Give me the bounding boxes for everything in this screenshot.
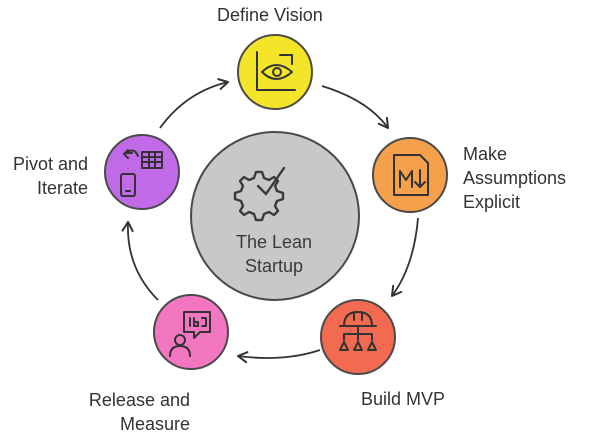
label-release-measure-line1: Release and [88,390,190,410]
label-make-assumptions-line2: Assumptions [463,168,567,188]
label-make-assumptions-line1: Make [463,144,508,164]
person-speech-icon [169,311,211,357]
node-release-measure [153,294,229,370]
label-build-mvp-line1: Build MVP [361,389,446,409]
node-pivot-iterate [104,134,180,210]
eye-chart-icon [256,51,296,91]
label-release-measure: Release and Measure [80,388,190,436]
label-define-vision: Define Vision [217,3,323,27]
node-define-vision [237,34,313,110]
node-build-mvp [320,299,396,375]
label-make-assumptions: Make Assumptions Explicit [463,142,566,214]
center-node [190,131,360,301]
markdown-icon [393,154,429,196]
arrow-release-to-pivot [121,220,159,301]
label-pivot-iterate-line1: Pivot and [12,154,88,174]
gear-check-icon [233,166,286,222]
center-label-line2: Startup [244,256,304,276]
label-pivot-iterate: Pivot and Iterate [0,152,88,200]
arrow-mvp-to-release [236,349,321,364]
arrow-pivot-to-vision [159,78,230,129]
label-release-measure-line2: Measure [119,414,190,434]
node-make-assumptions [372,137,448,213]
label-build-mvp: Build MVP [361,387,445,411]
arrow-vision-to-assumptions [321,85,390,130]
hardhat-network-icon [339,311,377,351]
center-label: The Lean Startup [192,230,356,278]
device-swap-icon [120,149,163,197]
define-vision-circle [237,34,313,110]
center-circle [190,131,360,301]
arrow-assumptions-to-mvp [390,217,419,298]
label-define-vision-line1: Define Vision [217,5,323,25]
pivot-iterate-circle [104,134,180,210]
label-pivot-iterate-line2: Iterate [36,178,88,198]
center-label-line1: The Lean [235,232,313,252]
label-make-assumptions-line3: Explicit [463,192,521,212]
